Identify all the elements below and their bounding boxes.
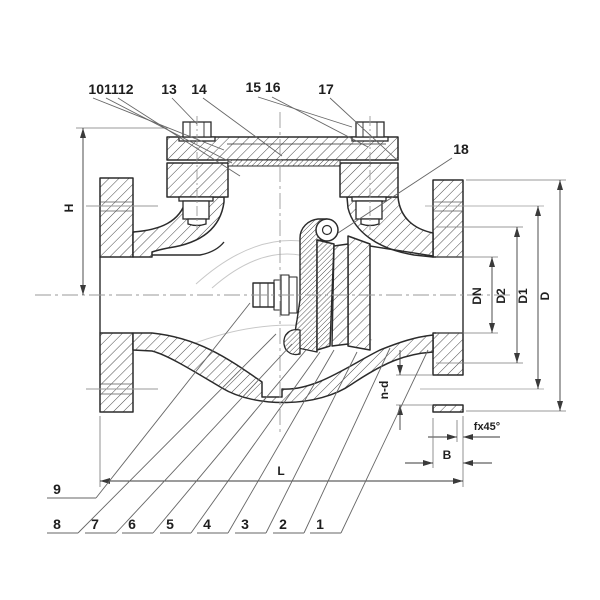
leader-9 [95,302,251,499]
flange-bolt-hole-lines [100,201,463,395]
dim-label-chamfer: fx45° [474,421,500,433]
leader-15 [257,96,353,128]
part-label-2: 2 [279,516,287,532]
left-stud-tail [187,218,207,227]
part-labels: 101112 13 14 15 16 17 18 9 8 7 6 5 4 3 2… [53,79,469,532]
dim-label-DN: DN [470,287,484,304]
dimension-labels: H DN D2 D1 D n-d fx45° B L [62,204,552,478]
bonnet-cover [166,136,399,161]
part-label-5: 5 [166,516,174,532]
leader-4 [227,349,335,534]
part-label-1: 1 [316,516,324,532]
right-bottom-nut [355,200,383,220]
dimension-L [99,416,464,487]
channel-ceiling-left [152,241,225,256]
dim-label-L: L [277,464,284,478]
right-flange-upper [432,179,464,258]
dimension-D1 [420,205,544,390]
leader-12 [117,97,241,177]
leader-1 [340,349,429,534]
hinge-pin [321,224,333,236]
dimension-DN [436,256,498,334]
part-label-17: 17 [318,81,334,97]
channel-ceiling-right [369,245,434,257]
hinge-arm-foot [283,328,301,356]
dimension-n-d [396,350,433,430]
leader-3 [265,351,358,534]
leader-5 [190,351,321,534]
dim-label-D1: D1 [516,288,530,304]
bonnet-flange-right [339,162,399,198]
right-flange-lower-above-hole [432,332,464,376]
dimension-B [405,418,492,468]
dim-label-B: B [443,448,452,462]
dimension-H [76,127,168,295]
leader-16 [271,96,369,148]
dim-label-D2: D2 [494,288,508,304]
part-label-9: 9 [53,481,61,497]
part-label-7: 7 [91,516,99,532]
left-bottom-nut [182,200,210,220]
part-leaders [47,96,453,534]
dim-label-n-d: n-d [377,381,391,400]
part-label-13: 13 [161,81,177,97]
dim-label-H: H [62,204,76,213]
right-flange-lower-below-hole [432,404,464,413]
part-label-8: 8 [53,516,61,532]
bonnet-flange-left [166,162,229,198]
part-label-14: 14 [191,81,207,97]
leader-8 [77,333,277,534]
part-label-101112: 101112 [88,81,133,97]
left-flange-lower [99,332,134,413]
disc-assembly [252,218,349,356]
right-stud-tail [360,218,380,227]
leader-18 [337,157,453,234]
leader-13 [171,97,198,125]
valve-body-section [99,136,464,413]
leader-2 [303,347,391,534]
part-label-4: 4 [203,516,211,532]
dimension-chamfer [428,420,500,442]
part-label-3: 3 [241,516,249,532]
part-label-18: 18 [453,141,469,157]
part-label-15-16: 15 16 [245,79,280,95]
dimension-D [466,179,566,412]
bore-channel-lines [99,241,464,333]
leader-14 [202,97,283,157]
leader-6 [152,349,307,534]
dim-label-D: D [538,291,552,300]
dimension-D2 [436,226,523,364]
gasket [227,159,341,167]
left-flange-upper [99,177,134,258]
leader-17 [329,97,398,161]
body-seat-hub [347,235,371,351]
part-label-6: 6 [128,516,136,532]
leader-7 [115,343,293,534]
